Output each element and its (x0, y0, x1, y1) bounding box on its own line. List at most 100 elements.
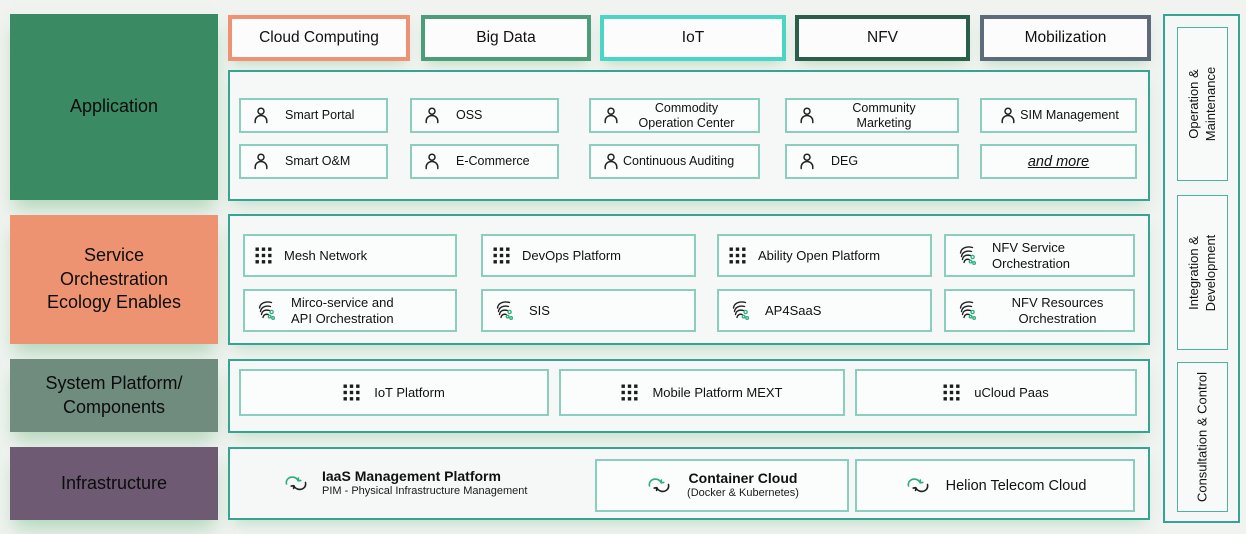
orchestration-icon (258, 300, 276, 320)
plat-item-label: IoT Platform (374, 384, 445, 400)
plat-item-iot-platform: IoT Platform (239, 369, 549, 416)
block-infrastructure: Infrastructure (10, 447, 218, 520)
app-item-label: SIM Management (1020, 108, 1119, 122)
cloud-sync-icon (648, 478, 670, 493)
svc-item-mirco-service-api-orchestration: Mirco-service and API Orchestration (243, 289, 457, 332)
grid-icon (621, 384, 638, 401)
infra-item-iaas-management-platform: IaaS Management Platform PIM - Physical … (282, 457, 527, 510)
tab-iot: IoT (600, 15, 786, 61)
user-icon (800, 152, 814, 169)
svc-item-label: Ability Open Platform (758, 247, 881, 263)
grid-icon (729, 247, 746, 264)
grid-icon (943, 384, 960, 401)
tab-big-data: Big Data (421, 15, 591, 61)
block-application-label: Application (69, 96, 159, 117)
cloud-sync-icon (907, 478, 929, 493)
app-item-and-more: and more (980, 144, 1137, 179)
system-platform-panel: IoT Platform Mobile Platform MEXT uCloud… (228, 359, 1150, 433)
app-item-label: Smart Portal (285, 108, 355, 122)
infra-item-title: IaaS Management Platform (322, 467, 501, 484)
user-icon (254, 106, 268, 123)
infra-item-container-cloud: Container Cloud (Docker & Kubernetes) (595, 459, 849, 512)
user-icon (425, 106, 439, 123)
plat-item-ucloud-paas: uCloud Paas (855, 369, 1137, 416)
cloud-sync-icon (285, 476, 307, 491)
orchestration-icon (496, 300, 514, 320)
svc-item-devops-platform: DevOps Platform (481, 234, 696, 277)
tab-mobilization-label: Mobilization (1024, 29, 1107, 46)
svc-item-nfv-resources-orchestration: NFV Resources Orchestration (944, 289, 1135, 332)
orchestration-icon (959, 300, 977, 320)
tab-mobilization: Mobilization (980, 15, 1151, 61)
app-item-oss: OSS (410, 98, 559, 133)
infra-item-subtitle: (Docker & Kubernetes) (687, 487, 799, 500)
svc-item-sis: SIS (481, 289, 696, 332)
app-item-e-commerce: E-Commerce (410, 144, 559, 179)
tab-big-data-label: Big Data (476, 29, 536, 46)
rtab-operation-maintenance: Operation & Maintenance (1177, 27, 1228, 181)
block-application: Application (10, 14, 218, 200)
block-system-platform-label: System Platform/ Components (45, 373, 183, 417)
tab-cloud-computing-label: Cloud Computing (259, 29, 379, 46)
infra-item-title: Helion Telecom Cloud (945, 477, 1087, 494)
tab-nfv-label: NFV (867, 29, 898, 46)
app-item-label: E-Commerce (456, 154, 530, 168)
block-infrastructure-label: Infrastructure (60, 472, 168, 493)
app-item-commodity-operation-center: Commodity Operation Center (589, 98, 760, 133)
plat-item-label: uCloud Paas (974, 384, 1049, 400)
rtab-label: Consultation & Control (1194, 371, 1210, 503)
svc-item-nfv-service-orchestration: NFV Service Orchestration (944, 234, 1135, 277)
infra-item-subtitle: PIM - Physical Infrastructure Management (322, 485, 528, 498)
orchestration-icon (959, 245, 977, 265)
rtab-consultation-control: Consultation & Control (1177, 362, 1228, 512)
infra-item-helion-telecom-cloud: Helion Telecom Cloud (855, 459, 1135, 512)
user-icon (800, 106, 814, 123)
rtab-label: Operation & Maintenance (1185, 66, 1218, 142)
block-system-platform: System Platform/ Components (10, 359, 218, 432)
orchestration-icon (732, 300, 750, 320)
svc-item-label: AP4SaaS (765, 302, 822, 318)
app-item-deg: DEG (785, 144, 959, 179)
user-icon (604, 106, 618, 123)
svc-item-label: SIS (529, 302, 550, 318)
app-item-label: Community Marketing (852, 100, 916, 130)
app-item-label: Continuous Auditing (623, 154, 735, 168)
user-icon (604, 152, 618, 169)
app-item-community-marketing: Community Marketing (785, 98, 959, 133)
grid-icon (255, 247, 272, 264)
plat-item-label: Mobile Platform MEXT (652, 384, 783, 400)
svc-item-label: DevOps Platform (522, 247, 621, 263)
rtab-integration-development: Integration & Development (1177, 195, 1228, 350)
svc-item-label: Mesh Network (284, 247, 368, 263)
tab-nfv: NFV (795, 15, 970, 61)
and-more-label: and more (1027, 153, 1090, 170)
grid-icon (493, 247, 510, 264)
app-item-label: Commodity Operation Center (638, 100, 735, 130)
plat-item-mobile-platform-mext: Mobile Platform MEXT (559, 369, 845, 416)
svc-item-ap4saas: AP4SaaS (717, 289, 932, 332)
user-icon (1001, 106, 1015, 123)
app-item-continuous-auditing: Continuous Auditing (589, 144, 760, 179)
service-orchestration-panel: Mesh Network DevOps Platform Ability Ope… (228, 214, 1150, 345)
tab-iot-label: IoT (681, 29, 705, 46)
user-icon (425, 152, 439, 169)
svc-item-ability-open-platform: Ability Open Platform (717, 234, 932, 277)
app-item-label: OSS (456, 108, 483, 122)
app-item-label: Smart O&M (285, 154, 351, 168)
svc-item-mesh-network: Mesh Network (243, 234, 457, 277)
svc-item-label: NFV Service Orchestration (992, 239, 1071, 271)
tab-cloud-computing: Cloud Computing (228, 15, 410, 61)
app-item-sim-management: SIM Management (980, 98, 1137, 133)
right-column-panel: Operation & Maintenance Integration & De… (1163, 14, 1240, 523)
app-item-smart-portal: Smart Portal (239, 98, 388, 133)
svc-item-label: NFV Resources Orchestration (1011, 294, 1104, 326)
app-item-label: DEG (831, 154, 859, 168)
infrastructure-panel: IaaS Management Platform PIM - Physical … (228, 447, 1150, 520)
svc-item-label: Mirco-service and API Orchestration (291, 294, 394, 326)
block-service-orchestration-label: Service Orchestration Ecology Enables (46, 245, 182, 313)
user-icon (254, 152, 268, 169)
app-item-smart-om: Smart O&M (239, 144, 388, 179)
block-service-orchestration: Service Orchestration Ecology Enables (10, 215, 218, 344)
rtab-label: Integration & Development (1185, 234, 1218, 311)
